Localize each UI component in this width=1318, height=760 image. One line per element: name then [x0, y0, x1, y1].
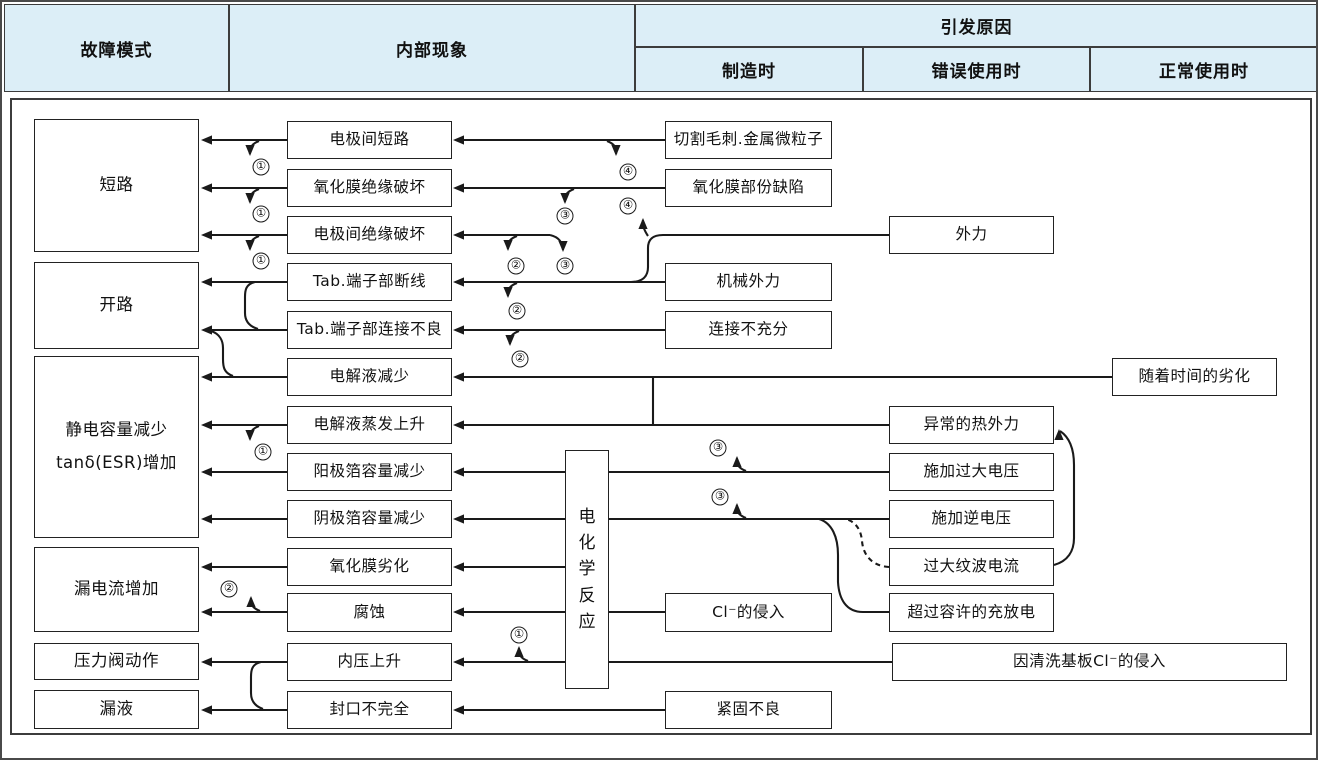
header-cell-fault-mode: 故障模式 — [4, 4, 229, 92]
node-insufficient-connection: 连接不充分 — [665, 311, 832, 349]
node-external-force: 外力 — [889, 216, 1054, 254]
node-corrosion: 腐蚀 — [287, 593, 452, 632]
connector-marker: ① — [254, 443, 272, 461]
node-reverse-voltage-application: 施加逆电压 — [889, 500, 1054, 538]
node-excessive-ripple-current: 过大纹波电流 — [889, 548, 1054, 586]
node-electrode-insulation-breakdown: 电极间绝缘破坏 — [287, 216, 452, 254]
node-tab-terminal-break: Tab.端子部断线 — [287, 263, 452, 301]
node-abnormal-thermal-stress: 异常的热外力 — [889, 406, 1054, 444]
node-oxide-film-partial-defect: 氧化膜部份缺陷 — [665, 169, 832, 207]
header-cell-when-normal-use: 正常使用时 — [1090, 47, 1316, 92]
node-oxide-film-insulation-breakdown: 氧化膜绝缘破坏 — [287, 169, 452, 207]
node-cl-intrusion-board-cleaning: 因清洗基板Cl⁻的侵入 — [892, 643, 1287, 681]
node-cathode-foil-capacity-decrease: 阴极箔容量减少 — [287, 500, 452, 538]
node-internal-pressure-rise: 内压上升 — [287, 643, 452, 681]
connector-marker: ① — [510, 626, 528, 644]
connector-marker: ④ — [619, 197, 637, 215]
node-short-circuit: 短路 — [34, 119, 199, 252]
node-pressure-valve-operation: 压力阀动作 — [34, 643, 199, 680]
connector-marker: ② — [508, 302, 526, 320]
node-open-circuit: 开路 — [34, 262, 199, 349]
connector-marker: ④ — [619, 163, 637, 181]
node-anode-foil-capacity-decrease: 阳极箔容量减少 — [287, 453, 452, 491]
node-electrode-short: 电极间短路 — [287, 121, 452, 159]
header-cell-internal-phenomenon: 内部现象 — [229, 4, 635, 92]
diagram-canvas — [10, 98, 1312, 735]
connector-marker: ② — [511, 350, 529, 368]
header-cell-cause: 引发原因 — [635, 4, 1316, 47]
node-cl-intrusion: Cl⁻的侵入 — [665, 593, 832, 632]
connector-marker: ③ — [711, 488, 729, 506]
node-electrolyte-decrease: 电解液减少 — [287, 358, 452, 396]
node-incomplete-sealing: 封口不完全 — [287, 691, 452, 729]
node-tab-terminal-poor-connection: Tab.端子部连接不良 — [287, 311, 452, 349]
connector-marker: ① — [252, 205, 270, 223]
node-liquid-leakage: 漏液 — [34, 690, 199, 729]
node-leakage-current-increase: 漏电流增加 — [34, 547, 199, 632]
node-cutting-burr-metal-particles: 切割毛刺.金属微粒子 — [665, 121, 832, 159]
header-cell-when-manufacturing: 制造时 — [635, 47, 863, 92]
node-electrolyte-evaporation-rise: 电解液蒸发上升 — [287, 406, 452, 444]
node-degradation-over-time: 随着时间的劣化 — [1112, 358, 1277, 396]
connector-marker: ③ — [556, 207, 574, 225]
node-electrochemical-reaction: 电化学反应 — [565, 450, 609, 689]
node-exceed-allowable-charge-discharge: 超过容许的充放电 — [889, 593, 1054, 632]
node-poor-tightening: 紧固不良 — [665, 691, 832, 729]
connector-marker: ② — [220, 580, 238, 598]
connector-marker: ② — [507, 257, 525, 275]
node-overvoltage-application: 施加过大电压 — [889, 453, 1054, 491]
node-oxide-film-degradation: 氧化膜劣化 — [287, 548, 452, 586]
connector-marker: ① — [252, 252, 270, 270]
connector-marker: ③ — [709, 439, 727, 457]
connector-marker: ③ — [556, 257, 574, 275]
header-cell-when-misuse: 错误使用时 — [863, 47, 1090, 92]
connector-marker: ① — [252, 158, 270, 176]
node-mechanical-external-force: 机械外力 — [665, 263, 832, 301]
